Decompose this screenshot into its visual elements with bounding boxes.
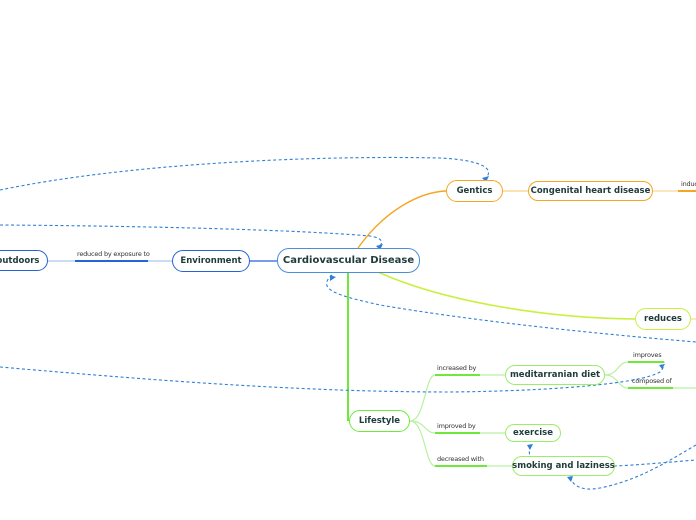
connector-lifestyle-exercise	[409, 420, 505, 434]
arrowhead-genetics	[482, 176, 489, 182]
connector-lifestyle-diet	[409, 374, 505, 422]
relationship-to-central-top	[0, 224, 383, 248]
connector-diet-composed	[604, 374, 696, 389]
edge-label-decreased-with: decreased with	[437, 455, 484, 463]
edge-label-increased-by: increased by	[437, 364, 477, 372]
connector-lifestyle-smoking	[409, 420, 512, 467]
edge-label-induces: induc	[681, 180, 696, 188]
arrowhead-smoking	[567, 476, 573, 482]
edge-label-reduced-by-exposure: reduced by exposure to	[77, 250, 150, 258]
arrowhead-improves	[659, 364, 665, 369]
relationship-right-to-smoking	[569, 444, 696, 490]
genetics-node[interactable]: Gentics	[446, 180, 503, 202]
relationship-smoking-right	[613, 459, 696, 467]
edge-label-composed-of: composed of	[632, 377, 672, 385]
central-topic-node[interactable]: Cardiovascular Disease	[277, 248, 420, 273]
relationship-central-right	[326, 274, 696, 343]
reduces-node[interactable]: reduces	[635, 308, 691, 330]
connector-central-genetics	[357, 190, 447, 249]
arrowhead-central-bottom	[330, 275, 336, 281]
mediterranean-diet-node[interactable]: meditarranian diet	[505, 365, 605, 385]
connector-diet-improves	[604, 361, 665, 376]
lifestyle-node[interactable]: Lifestyle	[349, 410, 410, 432]
relationship-to-genetics	[0, 156, 489, 191]
environment-node[interactable]: Environment	[172, 250, 250, 272]
arrowhead-exercise	[527, 444, 533, 450]
edge-label-improves: improves	[633, 351, 662, 359]
congenital-heart-disease-node[interactable]: Congenital heart disease	[528, 181, 653, 201]
arrowhead-central-top	[376, 244, 383, 250]
exercise-node[interactable]: exercise	[505, 424, 561, 442]
edge-label-improved-by: improved by	[437, 422, 476, 430]
smoking-and-laziness-node[interactable]: smoking and laziness	[512, 456, 615, 476]
outdoors-node[interactable]: outdoors	[0, 250, 48, 271]
connector-central-reduces	[377, 271, 636, 320]
